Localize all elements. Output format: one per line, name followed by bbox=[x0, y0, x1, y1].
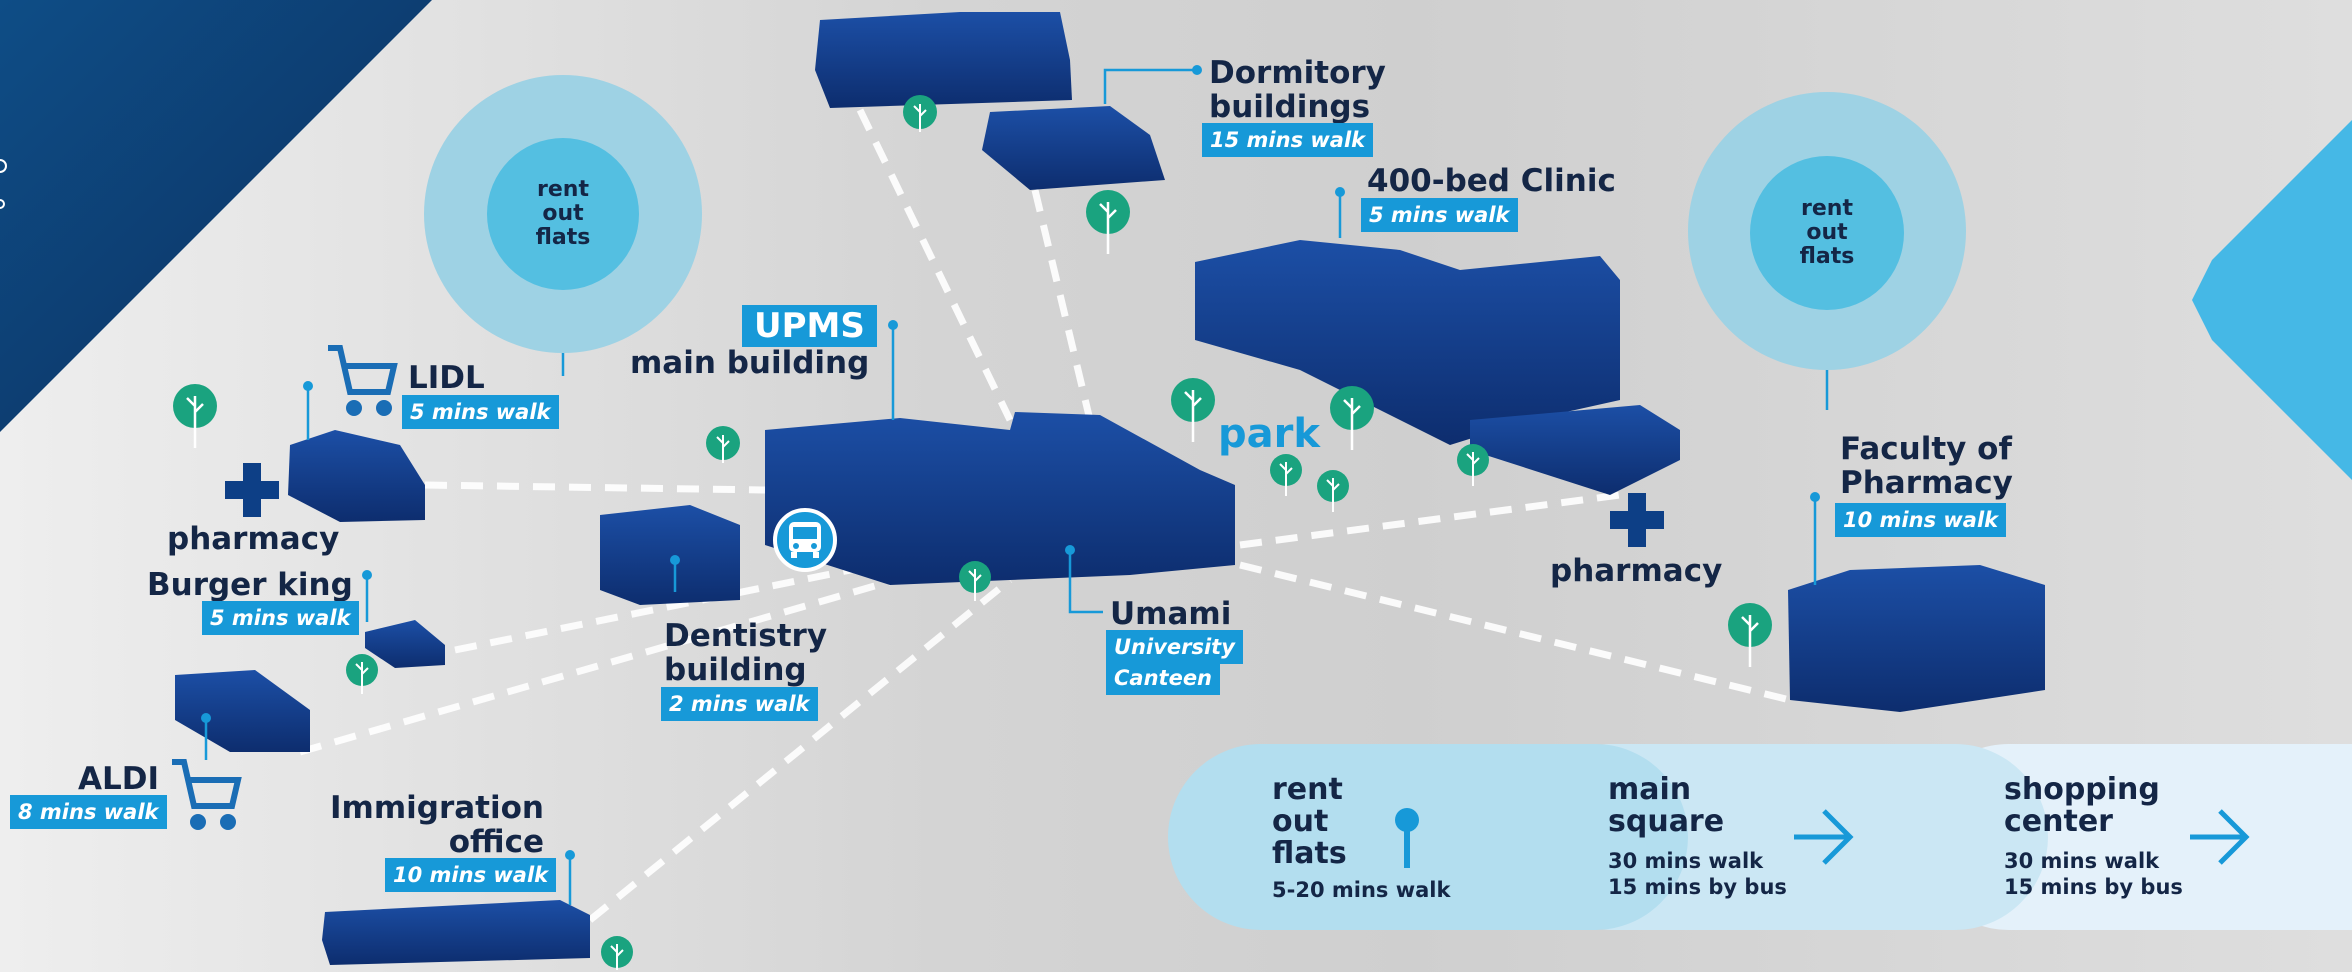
dormitory-walk-badge: 15 mins walk bbox=[1202, 123, 1374, 157]
clinic-building bbox=[1195, 240, 1620, 445]
pharmacy-cross-icon bbox=[1610, 493, 1664, 547]
tree-icon bbox=[1086, 190, 1130, 254]
burger-king-walk-badge: 5 mins walk bbox=[202, 601, 359, 635]
aldi-label: ALDI bbox=[78, 761, 160, 797]
tree-icon bbox=[903, 95, 937, 132]
upms-badge: UPMS bbox=[742, 305, 877, 347]
rent-out-flats-label-left: rent out flats bbox=[487, 138, 639, 290]
legend-shopping-title: shopping center bbox=[2004, 772, 2160, 839]
tree-icon bbox=[1270, 454, 1302, 496]
tree-icon bbox=[601, 936, 633, 970]
pharmacy-right-label: pharmacy bbox=[1550, 553, 1723, 589]
dormitory-label: Dormitory buildings bbox=[1209, 55, 1386, 125]
bus-icon bbox=[773, 508, 837, 572]
umami-sub-badge-1: University bbox=[1106, 630, 1243, 664]
burger-king-building bbox=[365, 620, 445, 668]
faculty-label: Faculty of Pharmacy bbox=[1840, 431, 2013, 501]
tree-icon bbox=[346, 654, 378, 694]
corner-decoration-left bbox=[0, 0, 432, 432]
clinic-annex bbox=[1470, 405, 1680, 495]
park-label: park bbox=[1218, 411, 1320, 457]
legend-square-title: main square bbox=[1608, 772, 1725, 839]
tree-icon bbox=[1171, 378, 1215, 442]
burger-king-label: Burger king bbox=[147, 567, 353, 603]
lidl-label: LIDL bbox=[408, 360, 485, 396]
legend-shopping-sub: 30 mins walk 15 mins by bus bbox=[2004, 849, 2183, 899]
dormitory-building-2 bbox=[982, 106, 1165, 190]
tree-icon bbox=[1728, 603, 1772, 667]
legend-segment-flats bbox=[1168, 744, 1688, 930]
arrow-right-icon bbox=[1794, 809, 1854, 865]
dentistry-building bbox=[600, 505, 740, 605]
aldi-walk-badge: 8 mins walk bbox=[10, 795, 167, 829]
shopping-cart-icon bbox=[172, 759, 242, 830]
immigration-label: Immigration office bbox=[330, 790, 544, 860]
clinic-label: 400-bed Clinic bbox=[1367, 163, 1616, 199]
dormitory-building-1 bbox=[815, 12, 1072, 108]
lidl-walk-badge: 5 mins walk bbox=[402, 395, 559, 429]
trees bbox=[173, 95, 1772, 970]
legend-square-sub: 30 mins walk 15 mins by bus bbox=[1608, 849, 1787, 899]
clinic-walk-badge: 5 mins walk bbox=[1361, 198, 1518, 232]
faculty-walk-badge: 10 mins walk bbox=[1835, 503, 2007, 537]
aldi-building bbox=[175, 670, 310, 752]
shopping-cart-icon bbox=[328, 345, 398, 416]
corner-decoration-right bbox=[2192, 120, 2352, 480]
rent-out-flats-label-right: rent out flats bbox=[1750, 156, 1904, 310]
arrow-right-icon bbox=[2190, 809, 2250, 865]
lidl-building bbox=[288, 430, 425, 522]
dentistry-label: Dentistry building bbox=[664, 618, 828, 688]
upms-main-building bbox=[765, 412, 1235, 585]
legend-flats-title: rent out flats bbox=[1272, 772, 1347, 871]
walking-paths bbox=[299, 108, 1791, 923]
tree-icon bbox=[1317, 470, 1349, 512]
immigration-walk-badge: 10 mins walk bbox=[385, 858, 557, 892]
buildings bbox=[175, 12, 2045, 965]
tree-icon bbox=[1457, 444, 1489, 486]
legend-flats-sub: 5-20 mins walk bbox=[1272, 878, 1451, 902]
tree-icon bbox=[706, 426, 740, 463]
faculty-of-pharmacy-building bbox=[1788, 565, 2045, 712]
legend-panel: rent out flats 5-20 mins walk main squar… bbox=[1168, 744, 2352, 930]
pin-icon bbox=[1395, 808, 1419, 868]
tree-icon bbox=[173, 384, 217, 448]
umami-sub-badge-2: Canteen bbox=[1106, 661, 1221, 695]
pharmacy-left-label: pharmacy bbox=[167, 521, 340, 557]
immigration-building bbox=[322, 900, 590, 965]
tree-icon bbox=[1330, 386, 1374, 450]
upms-main-building-label: main building bbox=[630, 345, 870, 381]
tree-icon bbox=[959, 561, 991, 601]
umami-label: Umami bbox=[1110, 596, 1232, 632]
dentistry-walk-badge: 2 mins walk bbox=[661, 687, 818, 721]
pharmacy-cross-icon bbox=[225, 463, 279, 517]
